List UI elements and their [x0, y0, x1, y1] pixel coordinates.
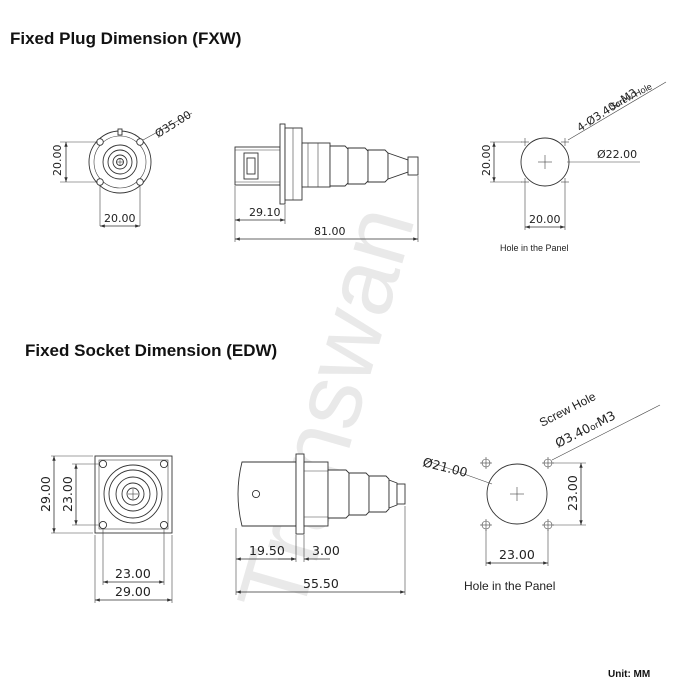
fxw-flange-diameter-label: Ø35.00 — [153, 108, 194, 140]
edw-panel-hole — [480, 457, 554, 531]
edw-front-view — [94, 455, 173, 534]
edw-total-length-label: 55.50 — [303, 576, 339, 591]
fxw-panel-height-label: 20.00 — [480, 145, 493, 177]
fxw-panel-hole — [520, 137, 570, 187]
edw-side-view — [237, 453, 406, 535]
fxw-side-view — [234, 123, 419, 205]
fxw-panel-diameter-label: Ø22.00 — [597, 148, 637, 161]
edw-panel-width-label: 23.00 — [499, 547, 535, 562]
unit-label: Unit: MM — [608, 669, 650, 680]
fxw-height-label: 20.00 — [51, 145, 64, 177]
edw-panel-diameter-label: Ø21.00 — [421, 454, 469, 480]
fxw-total-length-label: 81.00 — [314, 225, 346, 238]
fxw-section-title: Fixed Plug Dimension (FXW) — [10, 29, 241, 48]
edw-inner-width-label: 23.00 — [115, 566, 151, 581]
fxw-screw-spec: 4-Ø3.40orM3 — [575, 86, 640, 134]
edw-panel-caption: Hole in the Panel — [464, 579, 555, 593]
edw-section-title: Fixed Socket Dimension (EDW) — [25, 341, 277, 360]
edw-outer-height-label: 29.00 — [38, 476, 53, 512]
fxw-front-view — [88, 128, 152, 194]
fxw-panel-width-label: 20.00 — [529, 213, 561, 226]
edw-inner-height-label: 23.00 — [60, 476, 75, 512]
fxw-panel-caption: Hole in the Panel — [500, 243, 569, 253]
fxw-front-length-label: 29.10 — [249, 206, 281, 219]
edw-outer-width-label: 29.00 — [115, 584, 151, 599]
fxw-width-label: 20.00 — [104, 212, 136, 225]
edw-panel-height-label: 23.00 — [565, 475, 580, 511]
watermark-text: Transwan — [217, 195, 435, 626]
edw-flange-thickness-label: 3.00 — [312, 543, 340, 558]
edw-front-length-label: 19.50 — [249, 543, 285, 558]
